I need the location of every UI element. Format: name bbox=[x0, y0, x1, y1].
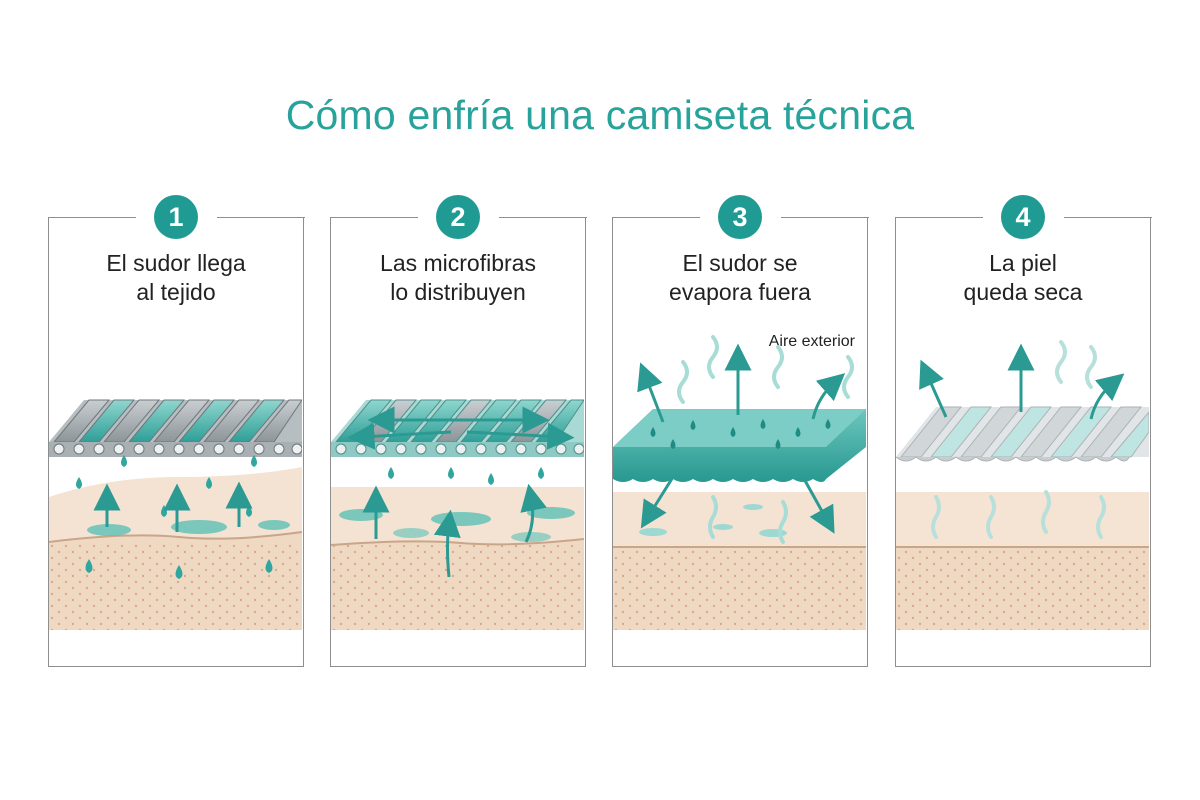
step-title-line-1: La piel bbox=[989, 250, 1057, 276]
step-number-badge: 4 bbox=[1001, 195, 1045, 239]
outside-air-label: Aire exterior bbox=[768, 333, 855, 350]
skin-stays-dry-illustration bbox=[896, 340, 1149, 630]
sweat-reaches-fabric-illustration bbox=[49, 399, 302, 630]
step-title-line-1: Las microfibras bbox=[380, 250, 536, 276]
step-title: El sudor llega al tejido bbox=[49, 249, 303, 307]
sweat-evaporates-illustration bbox=[613, 335, 866, 630]
step-panel-1: 1 El sudor llega al tejido bbox=[47, 195, 305, 667]
step-title-line-1: El sudor se bbox=[682, 250, 798, 276]
step-number-badge: 3 bbox=[718, 195, 762, 239]
step-title-line-2: queda seca bbox=[963, 279, 1083, 305]
step-number-badge: 2 bbox=[436, 195, 480, 239]
page-title: Cómo enfría una camiseta técnica bbox=[285, 92, 915, 138]
step-number-badge: 1 bbox=[154, 195, 198, 239]
step-title: El sudor se evapora fuera bbox=[613, 249, 867, 307]
step-title-line-2: lo distribuyen bbox=[390, 279, 526, 305]
step-panel-4: 4 La piel queda seca bbox=[894, 195, 1152, 667]
step-title-line-2: al tejido bbox=[136, 279, 216, 305]
step-title: Las microfibras lo distribuyen bbox=[331, 249, 585, 307]
step-panel-3: 3 El sudor se evapora fuera Aire exterio… bbox=[611, 195, 869, 667]
microfibers-distribute-illustration bbox=[331, 399, 584, 630]
step-title-line-2: evapora fuera bbox=[669, 279, 811, 305]
step-panel-2: 2 Las microfibras lo distribuyen bbox=[329, 195, 587, 667]
step-title: La piel queda seca bbox=[896, 249, 1150, 307]
step-title-line-1: El sudor llega bbox=[106, 250, 246, 276]
